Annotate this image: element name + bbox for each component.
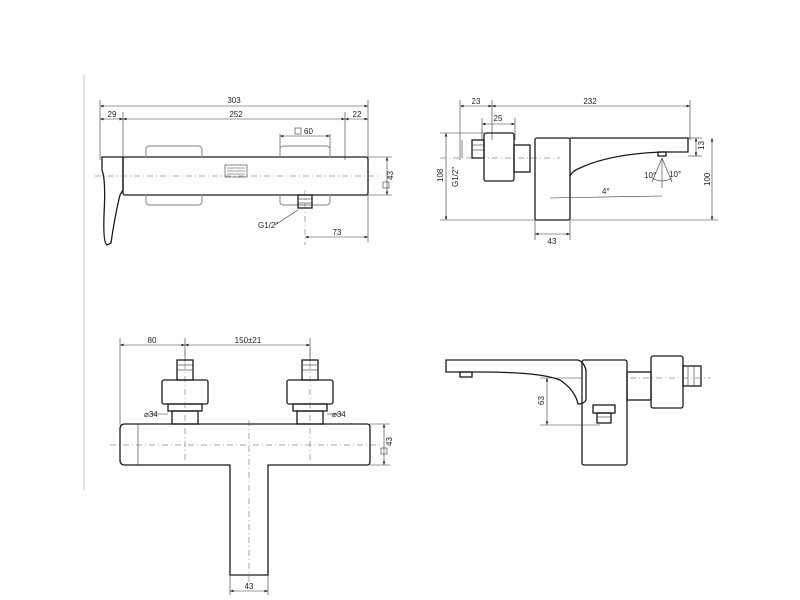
top-center-indicator (224, 164, 248, 178)
front-view: 80 150±21 ⌀34 ⌀34 43 (110, 336, 394, 595)
dim-43-side-label: 43 (548, 237, 557, 246)
dim-73-label: 73 (333, 228, 342, 237)
dim-43-front-label: 43 (385, 437, 394, 446)
top-knob-left (145, 145, 203, 157)
dim-diam-left-value: 34 (149, 410, 158, 419)
side-body (534, 137, 571, 221)
dim-60-label: 60 (304, 127, 313, 136)
dim-23-label: 23 (472, 97, 481, 106)
rear-nut (650, 355, 684, 409)
dim-43-bottom-label: 43 (245, 582, 254, 591)
dim-150-label: 150±21 (235, 336, 262, 345)
dim-diam-right-value: 34 (337, 410, 346, 419)
dim-angle-4-label: 4° (602, 187, 610, 196)
dim-angle-left-label: 10° (644, 171, 656, 180)
dim-13-label: 13 (697, 141, 706, 150)
dim-108-label: 108 (436, 168, 445, 182)
top-knob-right (279, 145, 331, 157)
dim-63-label: 63 (537, 396, 546, 405)
dim-303-label: 303 (227, 96, 241, 105)
side-view: 23 232 25 108 G1/2" 10° 10° (436, 97, 718, 246)
dim-angle-right-label: 10° (669, 170, 681, 179)
side-nut (483, 132, 515, 182)
top-lever (101, 156, 124, 246)
dim-diam-left-label: ⌀34 (144, 410, 158, 419)
dim-80-label: 80 (148, 336, 157, 345)
dim-25-label: 25 (494, 114, 503, 123)
dim-thread-label-side: G1/2" (451, 167, 460, 187)
side-inlet-stub (471, 139, 485, 159)
rear-spout (445, 359, 587, 405)
dim-22-label: 22 (353, 110, 362, 119)
dim-29-label: 29 (108, 110, 117, 119)
rear-body (581, 359, 628, 466)
dim-diam-right-label: ⌀34 (332, 410, 346, 419)
dim-100-label: 100 (703, 172, 712, 186)
rear-view: 63 (445, 355, 710, 466)
top-view: 303 29 252 22 60 (95, 96, 395, 246)
dim-thread-label-top: G1/2" (258, 221, 278, 230)
dim-232-label: 232 (583, 97, 597, 106)
front-body (119, 423, 371, 576)
dim-252-label: 252 (229, 110, 243, 119)
dim-43-top-label: 43 (386, 171, 395, 180)
